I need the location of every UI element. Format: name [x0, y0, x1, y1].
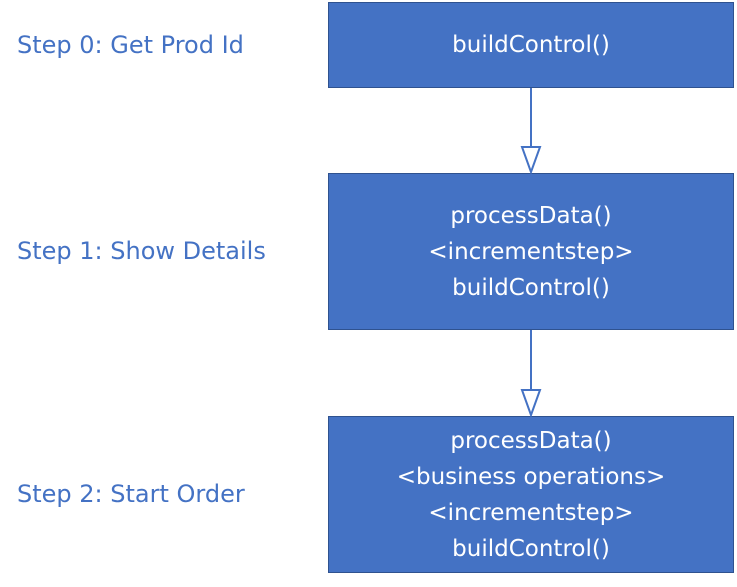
- step-1-label: Step 1: Show Details: [17, 237, 266, 265]
- step-2-line-3: <incrementstep>: [428, 499, 634, 526]
- step-1-line-1: processData(): [450, 202, 612, 229]
- step-0-label: Step 0: Get Prod Id: [17, 31, 244, 59]
- step-2-line-2: <business operations>: [396, 463, 666, 490]
- arrow-0-to-1: [520, 88, 542, 175]
- arrow-1-to-2: [520, 330, 542, 418]
- step-2-line-4: buildControl(): [452, 535, 610, 562]
- step-0-box: buildControl(): [328, 2, 734, 88]
- step-1-line-3: buildControl(): [452, 274, 610, 301]
- step-2-box: processData() <business operations> <inc…: [328, 416, 734, 573]
- step-2-line-1: processData(): [450, 427, 612, 454]
- step-0-line-1: buildControl(): [452, 32, 610, 58]
- arrow-0-head: [520, 146, 542, 175]
- step-2-label: Step 2: Start Order: [17, 480, 245, 508]
- arrow-1-head: [520, 389, 542, 418]
- step-1-line-2: <incrementstep>: [428, 238, 634, 265]
- step-1-box: processData() <incrementstep> buildContr…: [328, 173, 734, 330]
